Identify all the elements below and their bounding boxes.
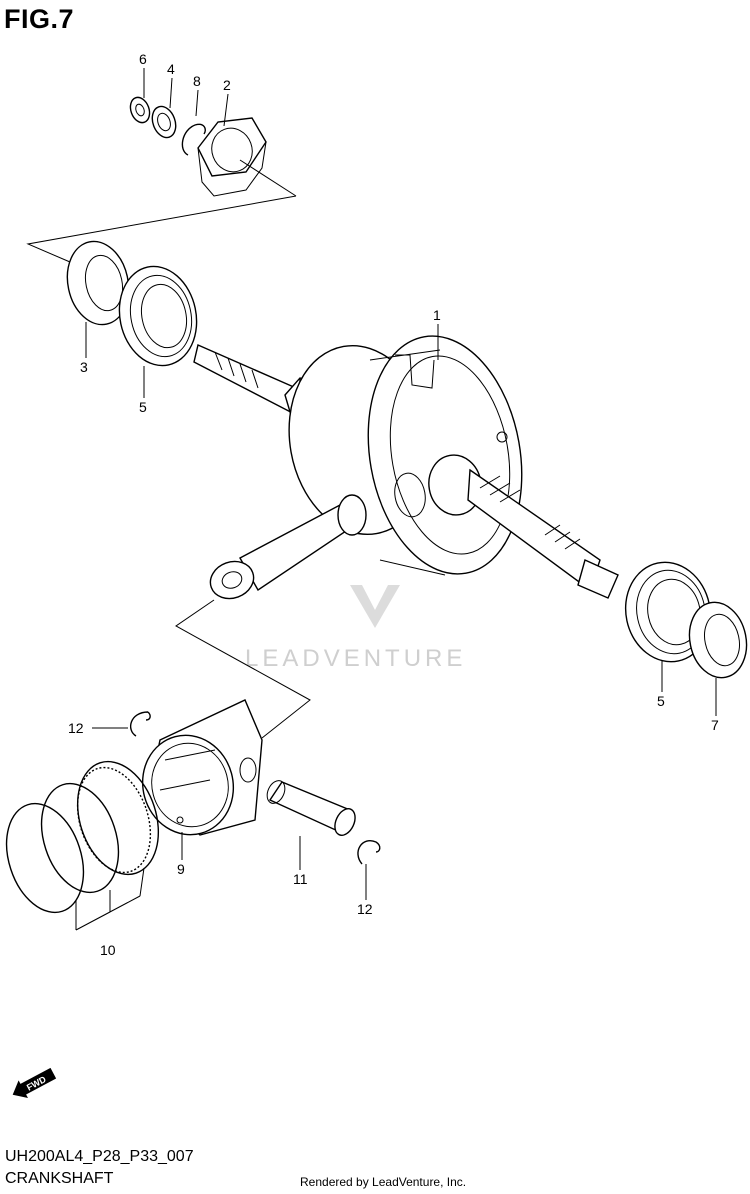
callout-6: 6	[139, 51, 147, 67]
bracket-line-lower	[175, 599, 311, 739]
watermark: LEADVENTURE	[245, 585, 466, 672]
part-6-bearing	[129, 96, 151, 124]
part-8-circlip	[181, 123, 206, 156]
figure-code: UH200AL4_P28_P33_007	[5, 1148, 194, 1165]
fwd-badge: FWD	[12, 1067, 57, 1098]
callout-leaders	[85, 68, 717, 900]
fwd-arrow-icon	[12, 1067, 57, 1098]
watermark-logo-icon	[350, 585, 400, 628]
callout-3: 3	[80, 359, 88, 375]
part-2-nut	[197, 117, 267, 197]
watermark-text: LEADVENTURE	[245, 645, 466, 672]
callout-5-right: 5	[657, 693, 665, 709]
callout-8: 8	[193, 73, 201, 89]
callout-1: 1	[433, 307, 441, 323]
part-7-oil-seal	[688, 601, 748, 679]
figure-name: CRANKSHAFT	[5, 1170, 114, 1187]
render-credit: Rendered by LeadVenture, Inc.	[300, 1175, 467, 1189]
part-10-piston-rings	[5, 760, 160, 931]
part-3-oil-seal	[66, 240, 130, 326]
callout-9: 9	[177, 861, 185, 877]
part-5-bearing-left	[118, 265, 198, 367]
figure-title: FIG.7	[4, 4, 75, 34]
part-11-piston-pin	[266, 780, 356, 836]
callout-11: 11	[293, 871, 308, 887]
part-9-piston	[141, 699, 263, 836]
part-1-crankshaft	[193, 335, 619, 600]
callout-12-upper: 12	[68, 720, 84, 736]
callout-10: 10	[100, 942, 116, 958]
callout-12-lower: 12	[357, 901, 373, 917]
part-12-circlip-lower	[357, 840, 381, 865]
callout-4: 4	[167, 61, 175, 77]
part-12-circlip-upper	[129, 711, 151, 737]
callout-7: 7	[711, 717, 719, 733]
part-4-bearing	[151, 105, 177, 139]
callout-5-left: 5	[139, 399, 147, 415]
callout-2: 2	[223, 77, 231, 93]
leader-line-nut	[239, 159, 297, 197]
bracket-line-upper	[26, 195, 297, 263]
